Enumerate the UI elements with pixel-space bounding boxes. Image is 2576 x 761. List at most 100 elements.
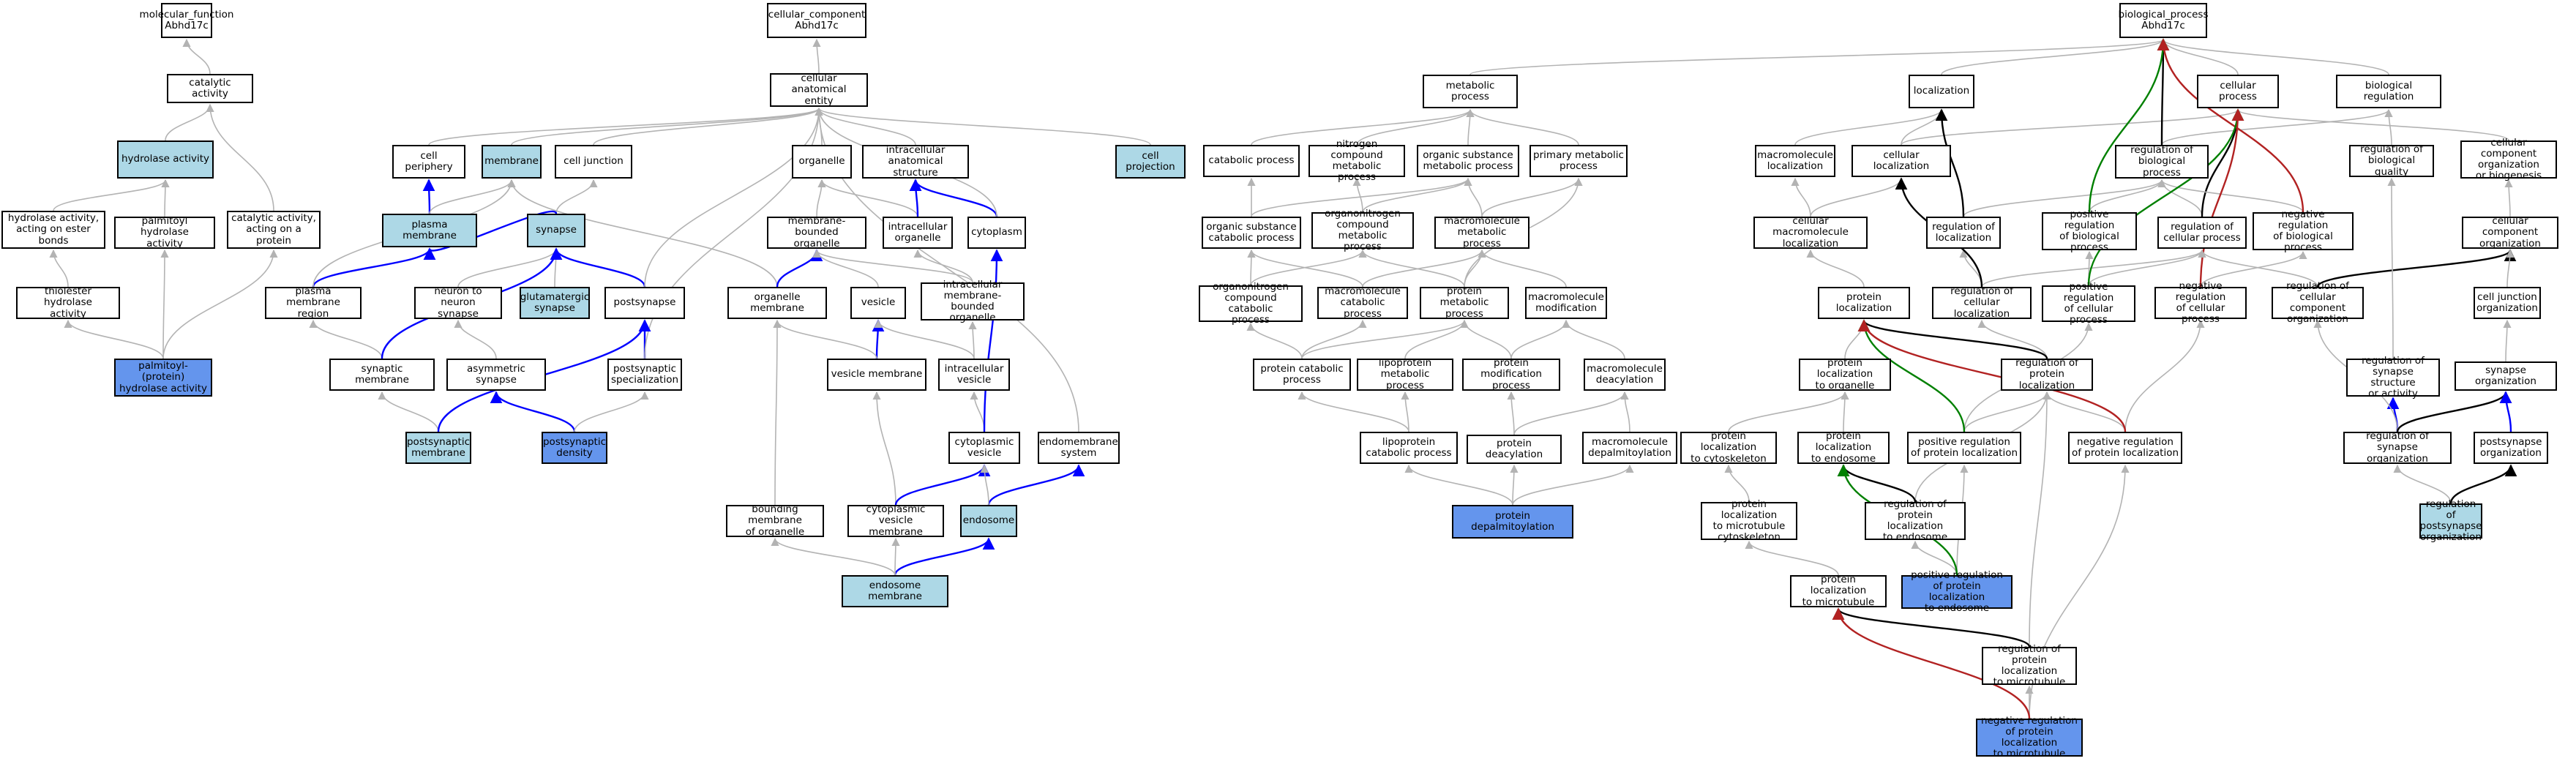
go-term-node-lipoprotein-metabolic[interactable]: lipoprotein metabolic process <box>1357 358 1453 391</box>
go-term-node-asym-synapse[interactable]: asymmetric synapse <box>446 359 546 391</box>
go-term-node-lipoprotein-catabolic[interactable]: lipoprotein catabolic process <box>1360 432 1458 464</box>
go-term-node-localization[interactable]: localization <box>1909 75 1974 108</box>
go-term-node-pm-region[interactable]: plasma membrane region <box>265 286 362 319</box>
go-term-node-protein-depalmitoylation[interactable]: protein depalmitoylation <box>1452 505 1573 539</box>
go-term-node-pl-to-organelle[interactable]: protein localization to organelle <box>1799 358 1891 391</box>
go-term-node-protein-metabolic[interactable]: protein metabolic process <box>1420 286 1509 319</box>
go-term-node-reg-cc-org[interactable]: regulation of cellular component organiz… <box>2272 280 2364 325</box>
go-term-node-protein-localization[interactable]: protein localization <box>1818 287 1910 319</box>
go-term-node-ppt-activity[interactable]: palmitoyl-(protein) hydrolase activity <box>114 359 212 397</box>
go-term-node-n2n-synapse[interactable]: neuron to neuron synapse <box>414 286 502 319</box>
go-term-node-plasma-membrane[interactable]: plasma membrane <box>382 214 477 247</box>
go-term-node-metabolic[interactable]: metabolic process <box>1423 75 1518 108</box>
go-term-node-synapse[interactable]: synapse <box>527 214 585 247</box>
go-term-node-endosome[interactable]: endosome <box>960 505 1017 537</box>
go-term-node-mm-modification[interactable]: macromolecule modification <box>1525 287 1607 319</box>
go-term-node-reg-synapse-org[interactable]: regulation of synapse organization <box>2343 431 2452 464</box>
go-term-node-mm-localization[interactable]: macromolecule localization <box>1755 145 1835 177</box>
go-term-node-cellular-process[interactable]: cellular process <box>2197 75 2279 108</box>
go-term-node-glut-synapse[interactable]: glutamatergic synapse <box>520 287 590 319</box>
go-term-node-reg-syn-struct[interactable]: regulation of synapse structure or activ… <box>2346 355 2440 400</box>
go-term-node-ps-spec[interactable]: postsynaptic specialization <box>607 359 682 391</box>
go-term-node-cell-junction[interactable]: cell junction <box>555 145 632 179</box>
go-term-node-pl-to-endosome[interactable]: protein localization to endosome <box>1797 431 1890 464</box>
go-term-node-synapse-org[interactable]: synapse organization <box>2455 361 2557 391</box>
go-term-node-primary-metabolic[interactable]: primary metabolic process <box>1530 145 1628 177</box>
go-term-node-reg-bio-quality[interactable]: regulation of biological quality <box>2349 144 2434 177</box>
go-term-node-org-membrane[interactable]: organelle membrane <box>727 287 827 319</box>
go-term-node-mm-depalmitoylation[interactable]: macromolecule depalmitoylation <box>1582 432 1677 464</box>
go-term-node-on-catabolic[interactable]: organonitrogen compound catabolic proces… <box>1199 281 1303 326</box>
go-term-node-ves-membrane[interactable]: vesicle membrane <box>827 359 926 391</box>
go-term-node-neg-reg-bio[interactable]: negative regulation of biological proces… <box>2253 209 2354 253</box>
go-term-node-mm-catabolic[interactable]: macromolecule catabolic process <box>1317 286 1408 319</box>
go-term-node-catabolic[interactable]: catabolic process <box>1203 145 1300 177</box>
go-term-node-reg-pl-to-microtubule[interactable]: regulation of protein localization to mi… <box>1982 643 2077 688</box>
go-term-node-endomembrane[interactable]: endomembrane system <box>1038 432 1120 464</box>
go-term-node-neg-reg-cell[interactable]: negative regulation of cellular process <box>2154 280 2247 325</box>
go-term-node-os-catabolic[interactable]: organic substance catabolic process <box>1202 217 1301 249</box>
go-term-node-protein-deacylation[interactable]: protein deacylation <box>1467 435 1562 464</box>
go-term-node-cc-org[interactable]: cellular component organization <box>2462 216 2558 249</box>
go-term-node-cell-periphery[interactable]: cell periphery <box>392 145 465 179</box>
go-term-node-cell-localization[interactable]: cellular localization <box>1852 145 1951 177</box>
go-term-node-cytoplasm[interactable]: cytoplasm <box>967 217 1026 249</box>
go-term-node-mm-metabolic[interactable]: macromolecule metabolic process <box>1434 216 1530 249</box>
go-term-node-membrane[interactable]: membrane <box>482 145 542 179</box>
go-term-node-cell-mm-loc[interactable]: cellular macromolecule localization <box>1753 216 1868 249</box>
go-term-node-postsynapse-org[interactable]: postsynapse organization <box>2474 432 2548 464</box>
go-term-node-reg-cell-loc[interactable]: regulation of cellular localization <box>1932 286 2032 319</box>
go-term-node-reg-postsynapse-org[interactable]: regulation of postsynapse organization <box>2419 498 2482 544</box>
go-term-node-ia-struct[interactable]: intracellular anatomical structure <box>862 145 969 179</box>
go-term-node-mb-organelle[interactable]: membrane-bounded organelle <box>767 216 866 249</box>
go-term-node-cyto-vesicle[interactable]: cytoplasmic vesicle <box>948 432 1020 464</box>
go-term-node-ps-membrane[interactable]: postsynaptic membrane <box>405 432 471 464</box>
go-term-node-ps-density[interactable]: postsynaptic density <box>542 432 607 464</box>
go-term-node-os-metabolic[interactable]: organic substance metabolic process <box>1417 145 1519 177</box>
go-term-node-hydro-ester[interactable]: hydrolase activity, acting on ester bond… <box>1 211 105 249</box>
go-term-node-thiolester[interactable]: thiolester hydrolase activity <box>16 286 120 319</box>
go-term-node-pos-reg-cell[interactable]: positive regulation of cellular process <box>2042 281 2135 326</box>
go-term-node-cyto-ves-membrane[interactable]: cytoplasmic vesicle membrane <box>847 504 944 537</box>
go-term-node-cc-root[interactable]: cellular_component Abhd17c <box>767 3 866 38</box>
go-term-node-bp-root[interactable]: biological_process Abhd17c <box>2119 3 2209 38</box>
go-term-node-protein-catabolic[interactable]: protein catabolic process <box>1253 359 1351 391</box>
go-term-node-pl-to-microtubule[interactable]: protein localization to microtubule <box>1790 574 1887 607</box>
go-term-node-cat-protein[interactable]: catalytic activity, acting on a protein <box>227 211 321 249</box>
go-term-node-catalytic[interactable]: catalytic activity <box>167 74 253 103</box>
go-term-node-organelle[interactable]: organelle <box>792 145 852 179</box>
go-term-node-pl-to-mt-cytoskeleton[interactable]: protein localization to microtubule cyto… <box>1701 498 1797 543</box>
go-term-node-cell-projection[interactable]: cell projection <box>1115 145 1186 179</box>
go-term-node-cc-org-bio[interactable]: cellular component organization or bioge… <box>2460 137 2557 181</box>
go-term-node-endosome-membrane[interactable]: endosome membrane <box>842 575 948 607</box>
go-term-node-reg-bio-process[interactable]: regulation of biological process <box>2115 145 2209 179</box>
go-term-node-bounding-membrane[interactable]: bounding membrane of organelle <box>726 504 824 537</box>
go-term-node-neg-reg-pl[interactable]: negative regulation of protein localizat… <box>2068 432 2182 464</box>
go-term-node-hydrolase[interactable]: hydrolase activity <box>117 140 214 179</box>
go-term-node-reg-protein-loc[interactable]: regulation of protein localization <box>2001 358 2093 391</box>
go-term-node-ic-mb-org[interactable]: intracellular membrane-bounded organelle <box>921 279 1025 323</box>
go-term-node-pos-reg-pl[interactable]: positive regulation of protein localizat… <box>1907 432 2021 464</box>
go-term-node-neg-reg-pl-to-microtubule[interactable]: negative regulation of protein localizat… <box>1976 715 2083 760</box>
go-term-node-pos-reg-bio[interactable]: positive regulation of biological proces… <box>2042 209 2137 253</box>
go-term-node-syn-membrane[interactable]: synaptic membrane <box>329 359 435 391</box>
go-term-node-pos-reg-pl-to-endosome[interactable]: positive regulation of protein localizat… <box>1901 569 2012 614</box>
go-term-node-pl-to-cytoskeleton[interactable]: protein localization to cytoskeleton <box>1680 431 1777 464</box>
go-term-node-protein-modification[interactable]: protein modification process <box>1462 358 1560 391</box>
go-term-node-reg-localization[interactable]: regulation of localization <box>1926 217 2001 249</box>
go-term-node-ic-vesicle[interactable]: intracellular vesicle <box>938 359 1010 391</box>
go-term-node-ic-organelle[interactable]: intracellular organelle <box>883 217 953 249</box>
go-term-node-postsynapse[interactable]: postsynapse <box>604 287 685 319</box>
edge-is-a <box>812 38 821 74</box>
go-term-node-on-metabolic[interactable]: organonitrogen compound metabolic proces… <box>1311 208 1414 252</box>
go-term-node-nc-metabolic[interactable]: nitrogen compound metabolic process <box>1308 138 1405 183</box>
go-term-node-mm-deacylation[interactable]: macromolecule deacylation <box>1584 359 1666 391</box>
go-term-node-bio-reg[interactable]: biological regulation <box>2336 75 2441 108</box>
go-term-node-reg-cell-process[interactable]: regulation of cellular process <box>2157 217 2247 249</box>
go-term-node-palmitoyl-hydro[interactable]: palmitoyl hydrolase activity <box>114 216 215 249</box>
go-term-node-vesicle[interactable]: vesicle <box>850 287 906 319</box>
go-term-node-cj-org[interactable]: cell junction organization <box>2474 287 2541 319</box>
go-term-node-reg-pl-to-endosome[interactable]: regulation of protein localization to en… <box>1865 498 1966 543</box>
go-term-node-cae[interactable]: cellular anatomical entity <box>770 73 868 107</box>
go-term-node-mf-root[interactable]: molecular_function Abhd17c <box>140 3 233 38</box>
